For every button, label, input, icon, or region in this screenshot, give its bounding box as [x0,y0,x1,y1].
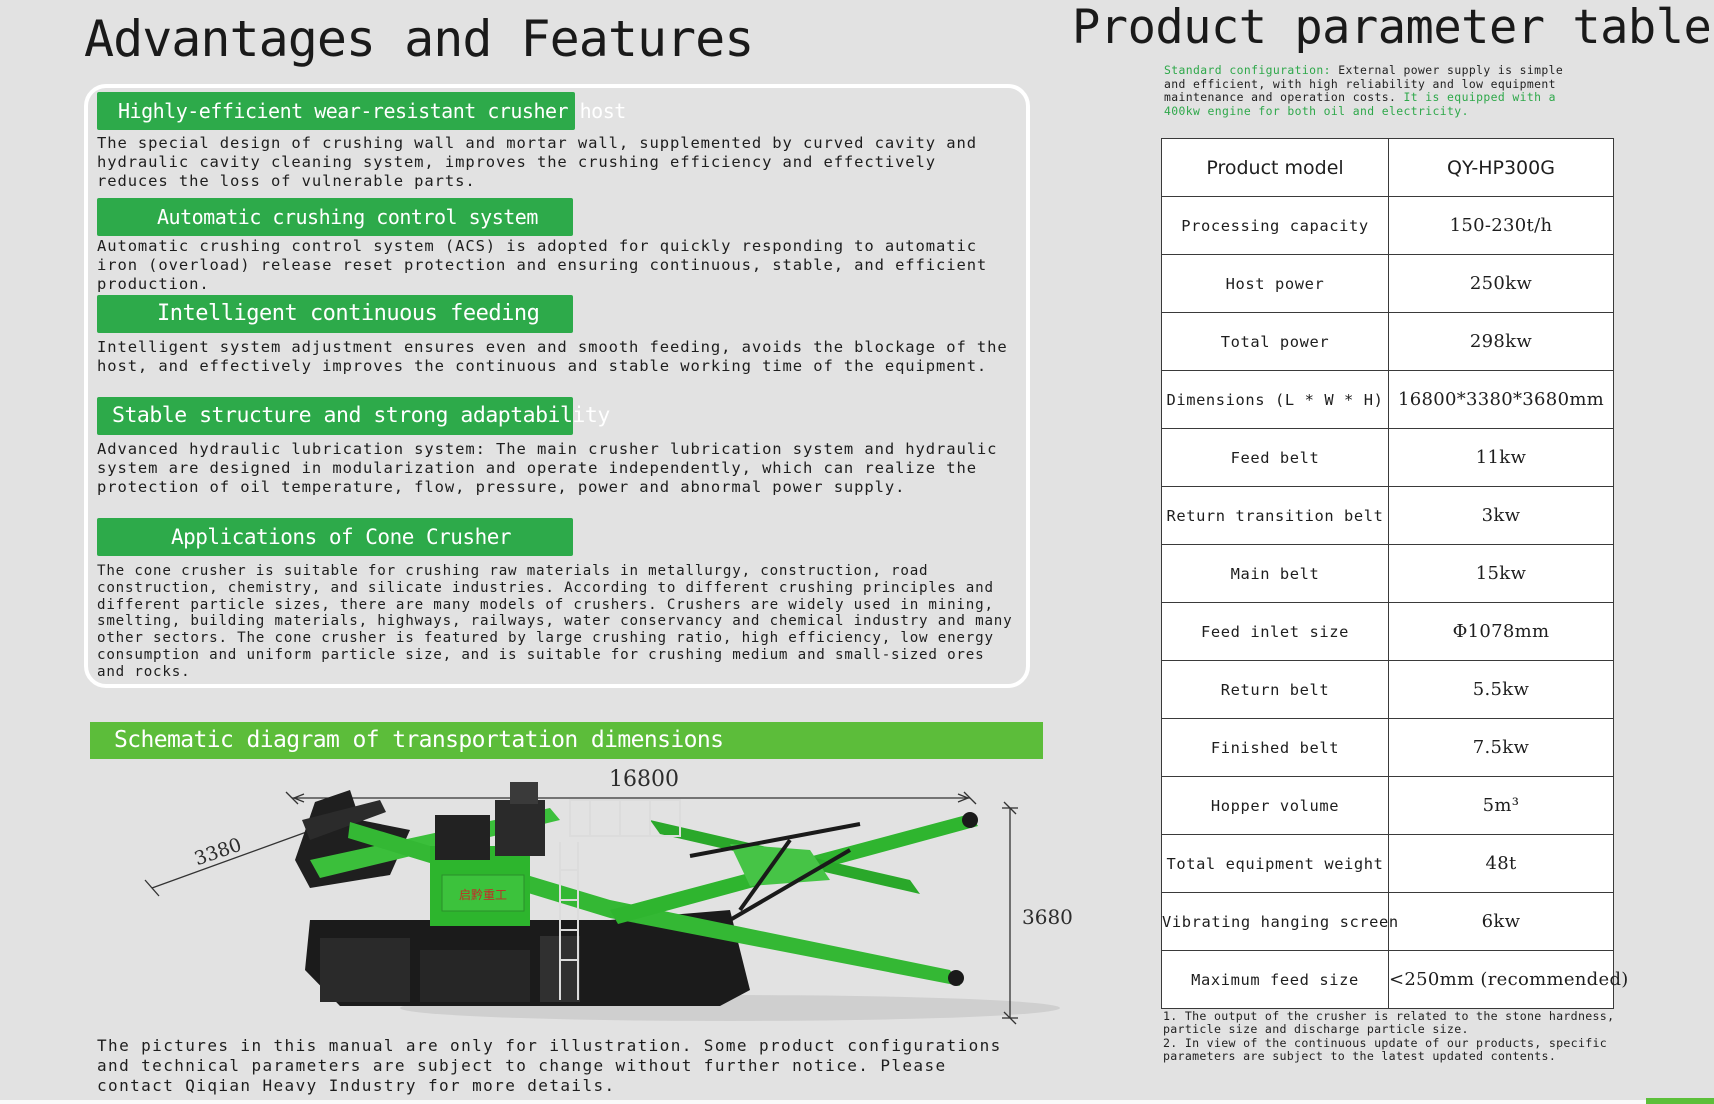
width-dimension-label: 3380 [192,834,245,871]
feature-text-1: The special design of crushing wall and … [97,134,977,190]
param-value-cell: 15kw [1388,544,1614,603]
mobile-crusher-illustration: 启黔重工 [295,782,978,1006]
param-label-cell: Return transition belt [1161,486,1389,545]
feature-text-4: Advanced hydraulic lubrication system: T… [97,440,998,496]
feature-text-5: The cone crusher is suitable for crushin… [97,563,1013,680]
table-header-row: Product model QY-HP300G [1161,138,1614,197]
table-row: Maximum feed size<250mm (recommended) [1161,950,1628,1009]
std-config-text: External power supply is simple and effi… [1164,63,1564,104]
parameter-table: Product model QY-HP300G Processing capac… [1161,138,1628,1009]
param-label-cell: Return belt [1161,660,1389,719]
feature-heading-3: Intelligent continuous feeding [97,295,573,333]
param-label-cell: Processing capacity [1161,196,1389,255]
param-label-cell: Main belt [1161,544,1389,603]
param-label-cell: Vibrating hanging screen [1161,892,1398,951]
param-value-cell: 5.5kw [1388,660,1614,719]
feature-heading-4: Stable structure and strong adaptability [97,397,610,435]
std-config-highlight: It is equipped with a 400kw engine for b… [1164,90,1556,118]
transport-dimension-diagram: 16800 3380 3680 [144,767,1073,1025]
param-label-cell: Total power [1161,312,1389,371]
feature-heading-5: Applications of Cone Crusher [97,518,573,556]
platform-railing [559,799,681,1000]
feature-heading-1: Highly-efficient wear-resistant crusher … [97,92,626,130]
note-1: 1. The output of the crusher is related … [1163,1009,1615,1037]
param-value-cell: 16800*3380*3680mm [1388,370,1614,429]
param-label-cell: Total equipment weight [1161,834,1389,893]
std-config-label: Standard configuration: [1164,63,1331,77]
page-title-advantages: Advantages and Features [84,10,754,68]
param-value-cell: 11kw [1388,428,1614,487]
note-2: 2. In view of the continuous update of o… [1163,1035,1608,1063]
param-value-cell: 5m³ [1388,776,1614,835]
param-label-cell: Host power [1161,254,1389,313]
page-title-parameters: Product parameter table [1072,0,1712,55]
header-label-cell: Product model [1161,138,1389,197]
feature-text-3: Intelligent system adjustment ensures ev… [97,338,1008,375]
width-dimension-line [144,821,320,897]
param-value-cell: 150-230t/h [1388,196,1614,255]
param-label-cell: Feed inlet size [1161,602,1389,661]
param-label-cell: Finished belt [1161,718,1389,777]
length-dimension-label: 16800 [609,767,679,792]
param-value-cell: 298kw [1388,312,1614,371]
feature-heading-2: Automatic crushing control system [97,198,573,236]
schematic-heading: Schematic diagram of transportation dime… [90,722,1043,759]
param-label-cell: Feed belt [1161,428,1389,487]
length-dimension-line [285,791,977,805]
param-value-cell: 250kw [1388,254,1614,313]
param-value-cell: <250mm (recommended) [1388,950,1628,1009]
disclaimer-text: The pictures in this manual are only for… [97,1036,1002,1095]
support-legs [689,822,861,922]
height-dimension-line [1002,801,1018,1025]
height-dimension-label: 3680 [1022,905,1073,929]
param-label-cell: Hopper volume [1161,776,1389,835]
features-panel [84,84,1030,688]
machine-brand-label: 启黔重工 [459,887,507,902]
bottom-strip [0,1100,1714,1104]
param-value-cell: 48t [1388,834,1614,893]
param-label-cell: Maximum feed size [1161,950,1389,1009]
standard-configuration-note: Standard configuration: External power s… [1164,63,1574,118]
param-value-cell: 7.5kw [1388,718,1614,777]
param-value-cell: 3kw [1388,486,1614,545]
feature-text-2: Automatic crushing control system (ACS) … [97,237,988,293]
table-row: Dimensions (L * W * H)16800*3380*3680mm [1161,370,1614,429]
param-value-cell: Φ1078mm [1388,602,1614,661]
header-value-cell: QY-HP300G [1388,138,1614,197]
param-value-cell: 6kw [1388,892,1614,951]
bottom-accent [1646,1098,1714,1104]
param-label-cell: Dimensions (L * W * H) [1161,370,1389,429]
table-notes: 1. The output of the crusher is related … [1163,1009,1633,1063]
